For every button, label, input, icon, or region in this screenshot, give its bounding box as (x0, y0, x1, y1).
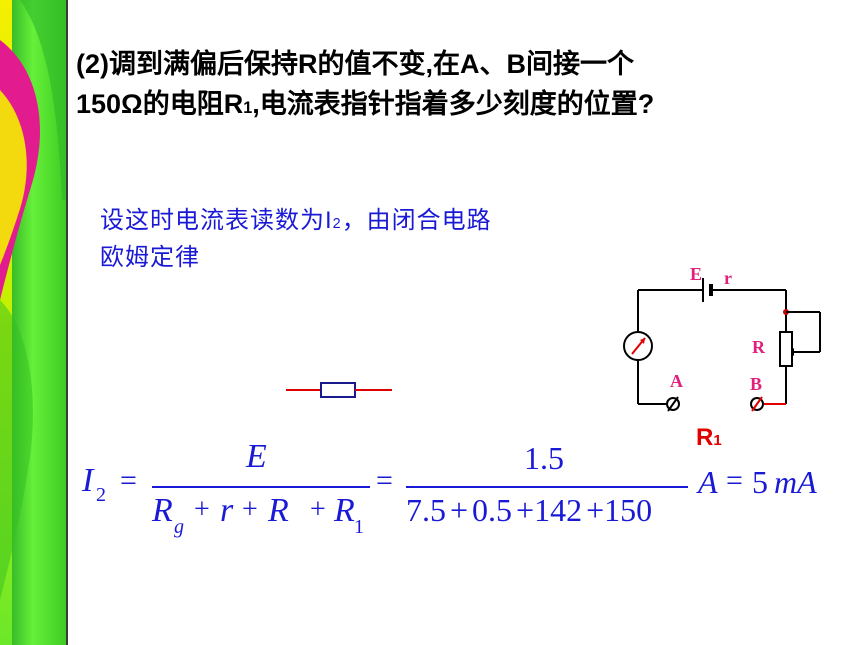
formula-plus-3: + (310, 494, 326, 525)
question-line-2-pre: 150Ω的电阻R (76, 89, 244, 119)
label-r-small: r (724, 268, 732, 288)
label-e: E (690, 264, 702, 284)
sidebar-divider (66, 0, 68, 645)
formula-denominator-value: 7.5 + 0.5 +142 +150 (406, 492, 653, 528)
answer-line-1-sub: 2 (332, 216, 342, 232)
ohm-law-formula: I 2 = E R g + r + R + R 1 = 1.5 7.5 + 0.… (80, 436, 840, 546)
sidebar-decoration (0, 0, 66, 645)
terminal-b-slash (751, 396, 763, 412)
question-text: (2)调到满偏后保持R的值不变,在A、B间接一个 150Ω的电阻R1,电流表指针… (76, 44, 836, 128)
answer-line-1-pre: 设这时电流表读数为I (100, 207, 333, 234)
formula-r1-sub: 1 (354, 516, 364, 538)
terminal-a-slash (667, 396, 679, 412)
formula-plus-2: + (242, 494, 258, 525)
formula-equals-2: = (376, 464, 393, 497)
formula-unit-a: A (698, 464, 718, 500)
r1-label-sub: 1 (713, 432, 722, 449)
question-line-2-sub: 1 (243, 99, 253, 117)
formula-rg: R (152, 492, 173, 529)
circuit-diagram: E r R A B (600, 260, 840, 460)
answer-line-1-post: ，由闭合电路 (341, 207, 492, 234)
fraction-bar-2 (406, 486, 688, 488)
formula-result: 5 (752, 464, 768, 500)
fraction-bar-1 (152, 486, 370, 488)
label-b: B (750, 374, 762, 394)
label-a: A (670, 371, 683, 391)
formula-i-sub: 2 (96, 484, 106, 506)
galvanometer-needle-tip (640, 338, 645, 344)
formula-i: I (82, 462, 94, 499)
formula-numerator-e: E (246, 438, 267, 475)
question-line-1: (2)调到满偏后保持R的值不变,在A、B间接一个 (76, 49, 634, 79)
r1-label: R1 (696, 424, 722, 452)
formula-equals-1: = (120, 464, 137, 497)
answer-line-1: 设这时电流表读数为I2，由闭合电路 (100, 204, 600, 241)
label-r-big: R (752, 337, 766, 357)
rheostat-body (779, 331, 793, 367)
formula-r-small: r (220, 492, 234, 529)
r1-label-main: R (696, 424, 714, 451)
formula-plus-1: + (194, 494, 210, 525)
formula-r: R (268, 492, 289, 529)
question-line-2: 150Ω的电阻R1,电流表指针指着多少刻度的位置? (76, 84, 836, 128)
formula-unit-ma: mA (774, 464, 817, 500)
resistor-r1-symbol (286, 378, 392, 402)
formula-rg-sub: g (174, 516, 184, 538)
formula-equals-3: = (726, 464, 743, 497)
answer-text: 设这时电流表读数为I2，由闭合电路 欧姆定律 (100, 204, 600, 275)
formula-numerator-value: 1.5 (524, 440, 564, 476)
question-line-2-post: ,电流表指针指着多少刻度的位置? (252, 89, 655, 119)
answer-line-2: 欧姆定律 (100, 244, 200, 271)
formula-r1: R (334, 492, 355, 529)
